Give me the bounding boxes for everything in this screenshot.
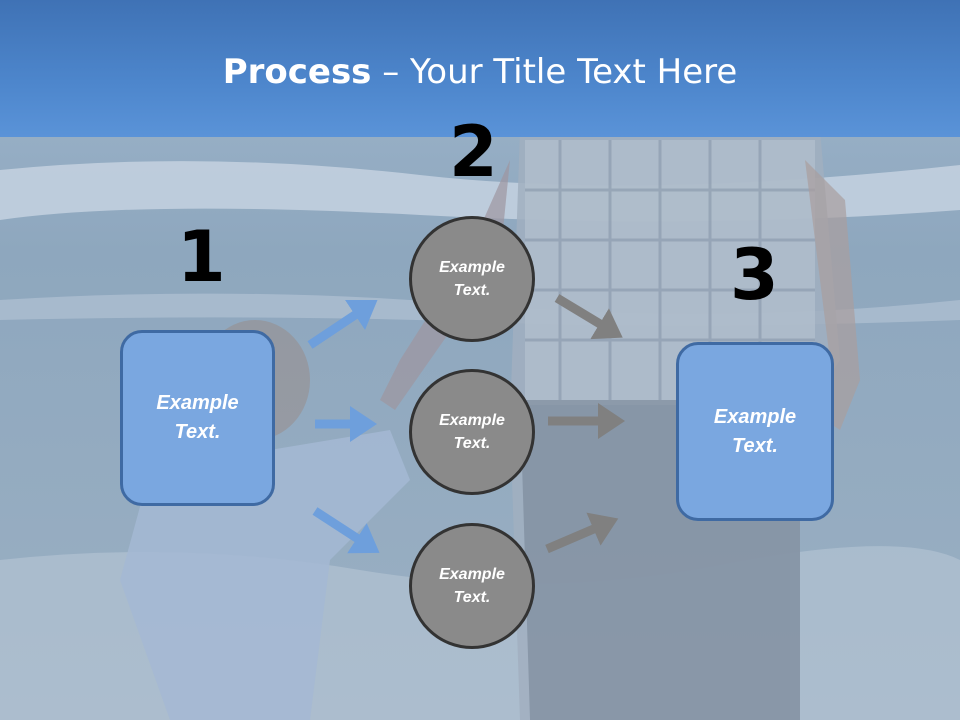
step-1-box[interactable]: Example Text. [120, 330, 275, 506]
step-2-circle-middle[interactable]: Example Text. [409, 369, 535, 495]
arrow-top-to-3 [554, 294, 623, 340]
page-title: Process – Your Title Text Here [0, 52, 960, 92]
step-1-label: Example Text. [156, 392, 239, 443]
arrow-1-to-top [307, 300, 378, 349]
title-bold: Process [222, 52, 372, 92]
circle-top-label: Example Text. [439, 259, 505, 299]
step-number-2: 2 [449, 111, 498, 193]
circle-middle-label: Example Text. [439, 412, 505, 452]
step-number-1: 1 [177, 216, 226, 298]
arrow-1-to-bottom [312, 507, 380, 554]
step-2-circle-bottom[interactable]: Example Text. [409, 523, 535, 649]
title-band [0, 0, 960, 137]
circle-bottom-label: Example Text. [439, 566, 505, 606]
step-number-3: 3 [730, 234, 779, 316]
step-2-circle-top[interactable]: Example Text. [409, 216, 535, 342]
step-3-box[interactable]: Example Text. [676, 342, 834, 521]
title-rest: – Your Title Text Here [371, 52, 738, 92]
step-3-label: Example Text. [713, 405, 797, 457]
arrow-bottom-to-3 [545, 512, 619, 554]
